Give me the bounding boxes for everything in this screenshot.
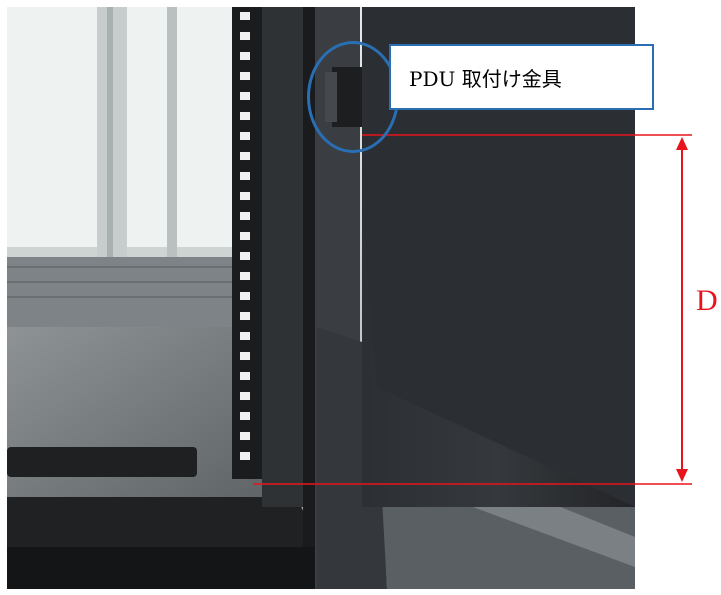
dimension-arrow-bottom (676, 469, 688, 482)
dimension-label: D (696, 284, 718, 317)
bracket-callout-label: PDU 取付け金具 (389, 44, 654, 110)
bracket-highlight-circle (307, 41, 399, 153)
bracket-callout-text: PDU 取付け金具 (409, 66, 562, 91)
dimension-arrow-top (676, 137, 688, 150)
